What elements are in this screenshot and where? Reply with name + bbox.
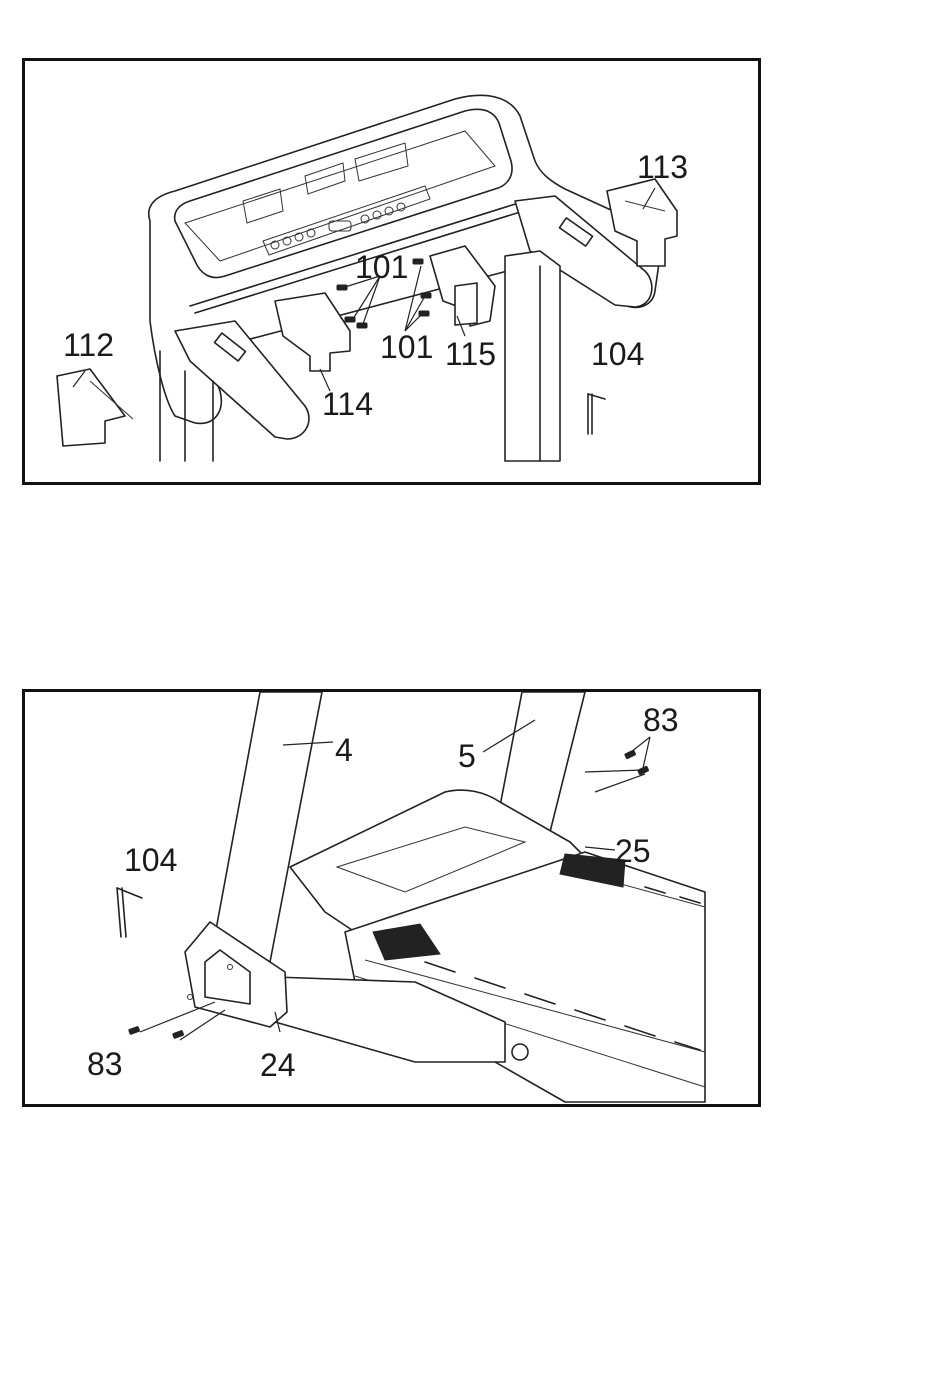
callout-104-bottom: 104 <box>124 844 177 876</box>
callout-112: 112 <box>63 329 114 361</box>
callout-25: 25 <box>615 835 651 867</box>
callout-4: 4 <box>335 734 353 766</box>
callout-24: 24 <box>260 1049 296 1081</box>
callout-83-lower: 83 <box>87 1048 123 1080</box>
transport-wheel <box>512 1044 528 1060</box>
callout-114: 114 <box>322 388 373 420</box>
callout-5: 5 <box>458 740 476 772</box>
callout-113: 113 <box>637 151 688 183</box>
callout-83-upper: 83 <box>643 704 679 736</box>
callout-115: 115 <box>445 338 496 370</box>
callout-101-upper: 101 <box>355 251 408 283</box>
allen-key-104-bottom <box>117 888 121 937</box>
assembly-figure-bottom: 83 4 5 25 104 83 24 <box>22 689 761 1107</box>
callout-104-top: 104 <box>591 338 644 370</box>
assembly-figure-top: 113 101 101 112 115 104 114 <box>22 58 761 485</box>
upright-4 <box>210 692 322 962</box>
base-drawing <box>25 692 758 1104</box>
right-upright <box>505 251 560 461</box>
part-112-cover <box>57 369 125 446</box>
callout-101-lower: 101 <box>380 331 433 363</box>
